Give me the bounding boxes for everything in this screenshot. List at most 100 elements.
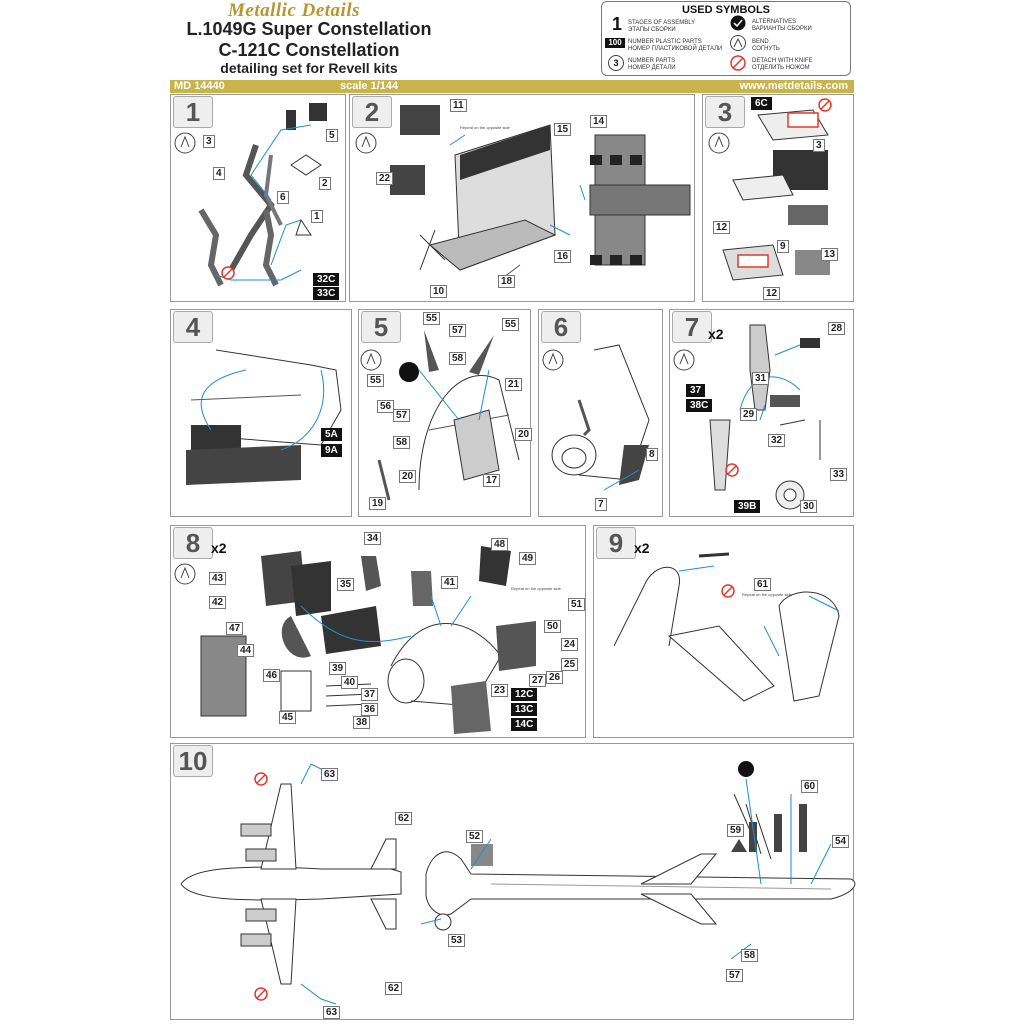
product-title: L.1049G Super Constellation bbox=[186, 19, 432, 39]
part-callout: 20 bbox=[515, 428, 533, 441]
part-callout: 51 bbox=[568, 598, 586, 611]
step-6-panel: 6 8 7 bbox=[538, 309, 663, 517]
part-callout: 21 bbox=[505, 378, 523, 391]
part-callout: 42 bbox=[209, 596, 227, 609]
step-3-panel: 3 6C 3 12 9 13 12 bbox=[702, 94, 854, 302]
multiplier: x2 bbox=[708, 326, 724, 342]
part-callout: 63 bbox=[321, 768, 339, 781]
plastic-part-tag: 39B bbox=[734, 500, 761, 513]
part-callout: 58 bbox=[393, 436, 411, 449]
part-callout: 2 bbox=[319, 177, 331, 190]
legend-title: USED SYMBOLS bbox=[681, 4, 770, 16]
step-number: 6 bbox=[541, 311, 581, 343]
part-callout: 54 bbox=[832, 835, 850, 848]
step-5-panel: 5 55 57 58 55 55 56 21 57 58 20 20 17 19 bbox=[358, 309, 533, 517]
step-5-drawing bbox=[360, 330, 520, 501]
part-callout: 62 bbox=[385, 982, 403, 995]
part-callout: 55 bbox=[367, 374, 385, 387]
part-callout: 57 bbox=[726, 969, 744, 982]
step-9-panel: 9 x2 61 Repeat on the opposite side bbox=[593, 525, 854, 738]
part-callout: 39 bbox=[329, 662, 347, 675]
part-callout: 63 bbox=[323, 1006, 341, 1019]
part-callout: 9 bbox=[777, 240, 789, 253]
part-callout: 5 bbox=[326, 129, 338, 142]
part-callout: 43 bbox=[209, 572, 227, 585]
step-10-drawing bbox=[180, 761, 856, 1005]
plastic-part-tag: 38C bbox=[686, 399, 713, 412]
plastic-part-tag: 6C bbox=[751, 97, 772, 110]
part-callout: 20 bbox=[399, 470, 417, 483]
part-callout: 58 bbox=[449, 352, 467, 365]
brand-logo: Metallic Details bbox=[228, 0, 361, 21]
part-callout: 46 bbox=[263, 669, 281, 682]
part-callout: 45 bbox=[279, 711, 297, 724]
part-callout: 48 bbox=[491, 538, 509, 551]
plastic-part-tag: 9A bbox=[321, 444, 342, 457]
product-subtitle: C-121C Constellation bbox=[218, 40, 400, 60]
part-callout: 25 bbox=[561, 658, 579, 671]
part-callout: 44 bbox=[237, 644, 255, 657]
plastic-part-tag: 33C bbox=[313, 287, 340, 300]
product-description: detailing set for Revell kits bbox=[220, 60, 398, 76]
part-callout: 60 bbox=[801, 780, 819, 793]
plastic-part-icon: 100 bbox=[605, 38, 625, 48]
plastic-part-tag: 14C bbox=[511, 718, 538, 731]
part-callout: 18 bbox=[498, 275, 516, 288]
part-callout: 11 bbox=[450, 99, 467, 112]
step-1-drawing bbox=[174, 103, 327, 287]
part-callout: 6 bbox=[277, 191, 289, 204]
part-callout: 56 bbox=[377, 400, 395, 413]
bend-icon bbox=[730, 35, 746, 51]
part-callout: 15 bbox=[554, 123, 572, 136]
part-callout: 24 bbox=[561, 638, 579, 651]
part-callout: 57 bbox=[449, 324, 467, 337]
step-number: 8 bbox=[173, 527, 213, 559]
part-callout: 40 bbox=[341, 676, 359, 689]
step-number: 2 bbox=[352, 96, 392, 128]
step-number: 4 bbox=[173, 311, 213, 343]
plastic-part-tag: 5A bbox=[321, 428, 342, 441]
knife-icon bbox=[730, 55, 746, 71]
stage-number-icon: 1 bbox=[611, 14, 622, 34]
part-callout: 7 bbox=[595, 498, 607, 511]
step-number: 1 bbox=[173, 96, 213, 128]
multiplier: x2 bbox=[634, 540, 650, 556]
part-callout: 4 bbox=[213, 167, 225, 180]
step-8-drawing bbox=[174, 546, 536, 734]
part-callout: 55 bbox=[502, 318, 520, 331]
website-link[interactable]: www.metdetails.com bbox=[739, 80, 848, 92]
part-callout: 58 bbox=[741, 949, 759, 962]
step-number: 5 bbox=[361, 311, 401, 343]
part-callout: 61 bbox=[754, 578, 772, 591]
part-callout: 12 bbox=[713, 221, 731, 234]
step-7-drawing bbox=[673, 324, 821, 510]
part-callout: 33 bbox=[830, 468, 848, 481]
step-2-drawing bbox=[355, 105, 691, 286]
part-callout: 10 bbox=[430, 285, 448, 298]
part-callout: 13 bbox=[821, 248, 839, 261]
part-callout: 38 bbox=[353, 716, 371, 729]
step-4-panel: 4 5A 9A bbox=[170, 309, 352, 517]
part-callout: 3 bbox=[813, 139, 825, 152]
part-callout: 57 bbox=[393, 409, 411, 422]
step-1-panel: 1 3 5 4 2 6 1 32C 33C bbox=[170, 94, 346, 302]
part-callout: 16 bbox=[554, 250, 572, 263]
product-code: MD 14440 bbox=[174, 80, 225, 92]
repeat-note: Repeat on the opposite side bbox=[460, 125, 510, 130]
part-callout: 55 bbox=[423, 312, 441, 325]
part-callout: 37 bbox=[361, 688, 379, 701]
step-4-drawing bbox=[186, 349, 342, 485]
part-callout: 1 bbox=[311, 210, 323, 223]
multiplier: x2 bbox=[211, 540, 227, 556]
repeat-note: Repeat on the opposite side bbox=[511, 586, 561, 591]
part-callout: 23 bbox=[491, 684, 509, 697]
part-callout: 34 bbox=[364, 532, 382, 545]
part-callout: 52 bbox=[466, 830, 484, 843]
part-callout: 50 bbox=[544, 620, 562, 633]
repeat-note: Repeat on the opposite side bbox=[742, 592, 792, 597]
